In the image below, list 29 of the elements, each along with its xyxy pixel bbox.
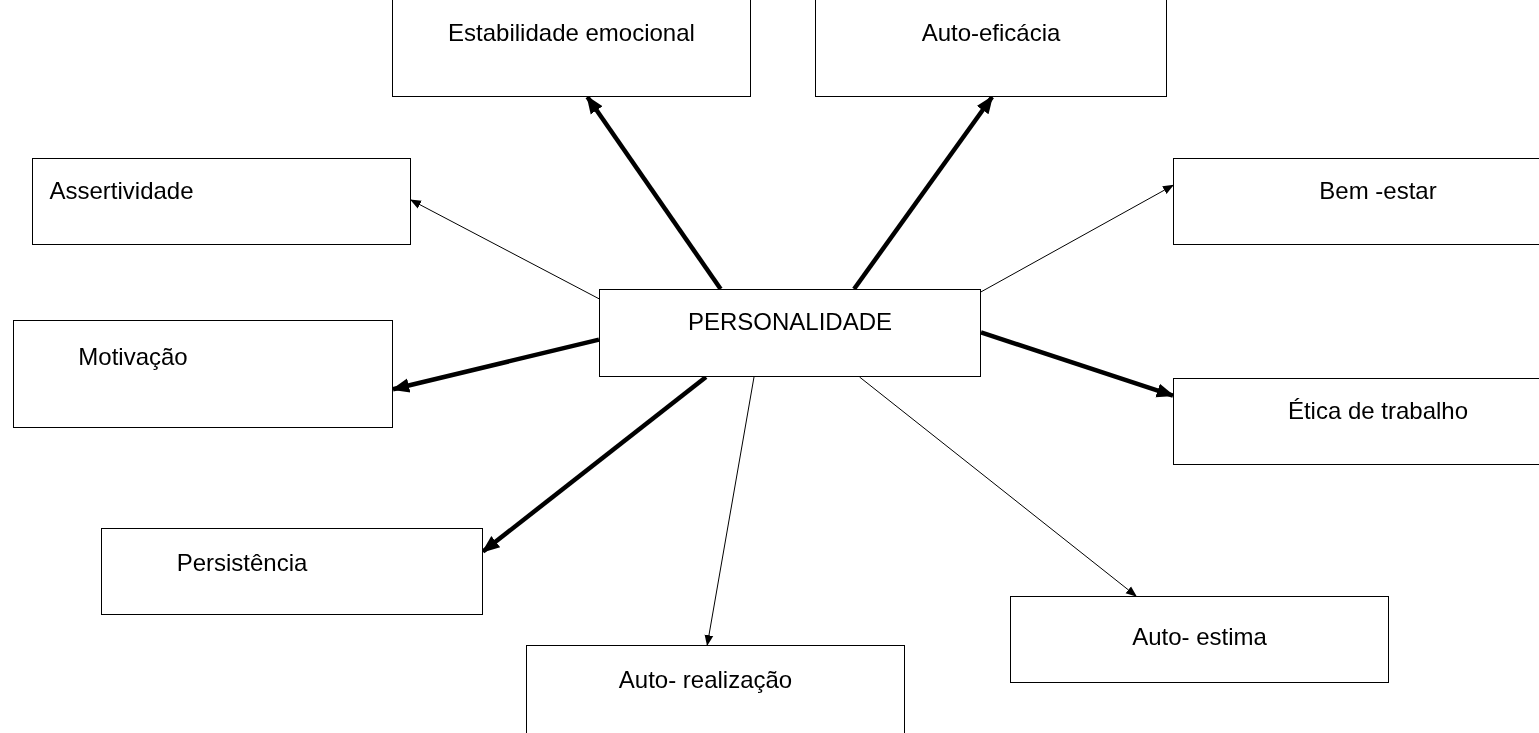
concept-box: [32, 158, 411, 245]
box-label: Ética de trabalho: [1286, 397, 1470, 425]
concept-box: [13, 320, 393, 428]
box-label: PERSONALIDADE: [686, 308, 894, 336]
concept-box: [1173, 158, 1539, 245]
arrow: [585, 95, 723, 291]
box-label: Bem -estar: [1318, 177, 1438, 205]
box-label: Auto- realização: [617, 666, 794, 694]
concept-box: [815, 0, 1167, 97]
box-label: Auto-eficácia: [920, 19, 1062, 47]
arrow: [980, 184, 1174, 293]
arrow: [391, 337, 600, 393]
box-label: Estabilidade emocional: [447, 19, 696, 47]
arrow: [481, 375, 708, 554]
concept-box: [101, 528, 483, 615]
arrow: [980, 330, 1175, 398]
box-label: Auto- estima: [1131, 623, 1268, 651]
concept-box: [599, 289, 981, 377]
box-label: Assertividade: [48, 177, 195, 205]
arrow: [859, 376, 1137, 597]
box-label: Motivação: [77, 343, 189, 371]
concept-box: [1173, 378, 1539, 465]
concept-box: [392, 0, 751, 97]
arrow: [704, 376, 755, 647]
arrow: [410, 199, 600, 300]
arrow: [852, 95, 994, 291]
concept-box: [1010, 596, 1389, 683]
box-label: Persistência: [175, 549, 309, 577]
concept-box: [526, 645, 905, 733]
